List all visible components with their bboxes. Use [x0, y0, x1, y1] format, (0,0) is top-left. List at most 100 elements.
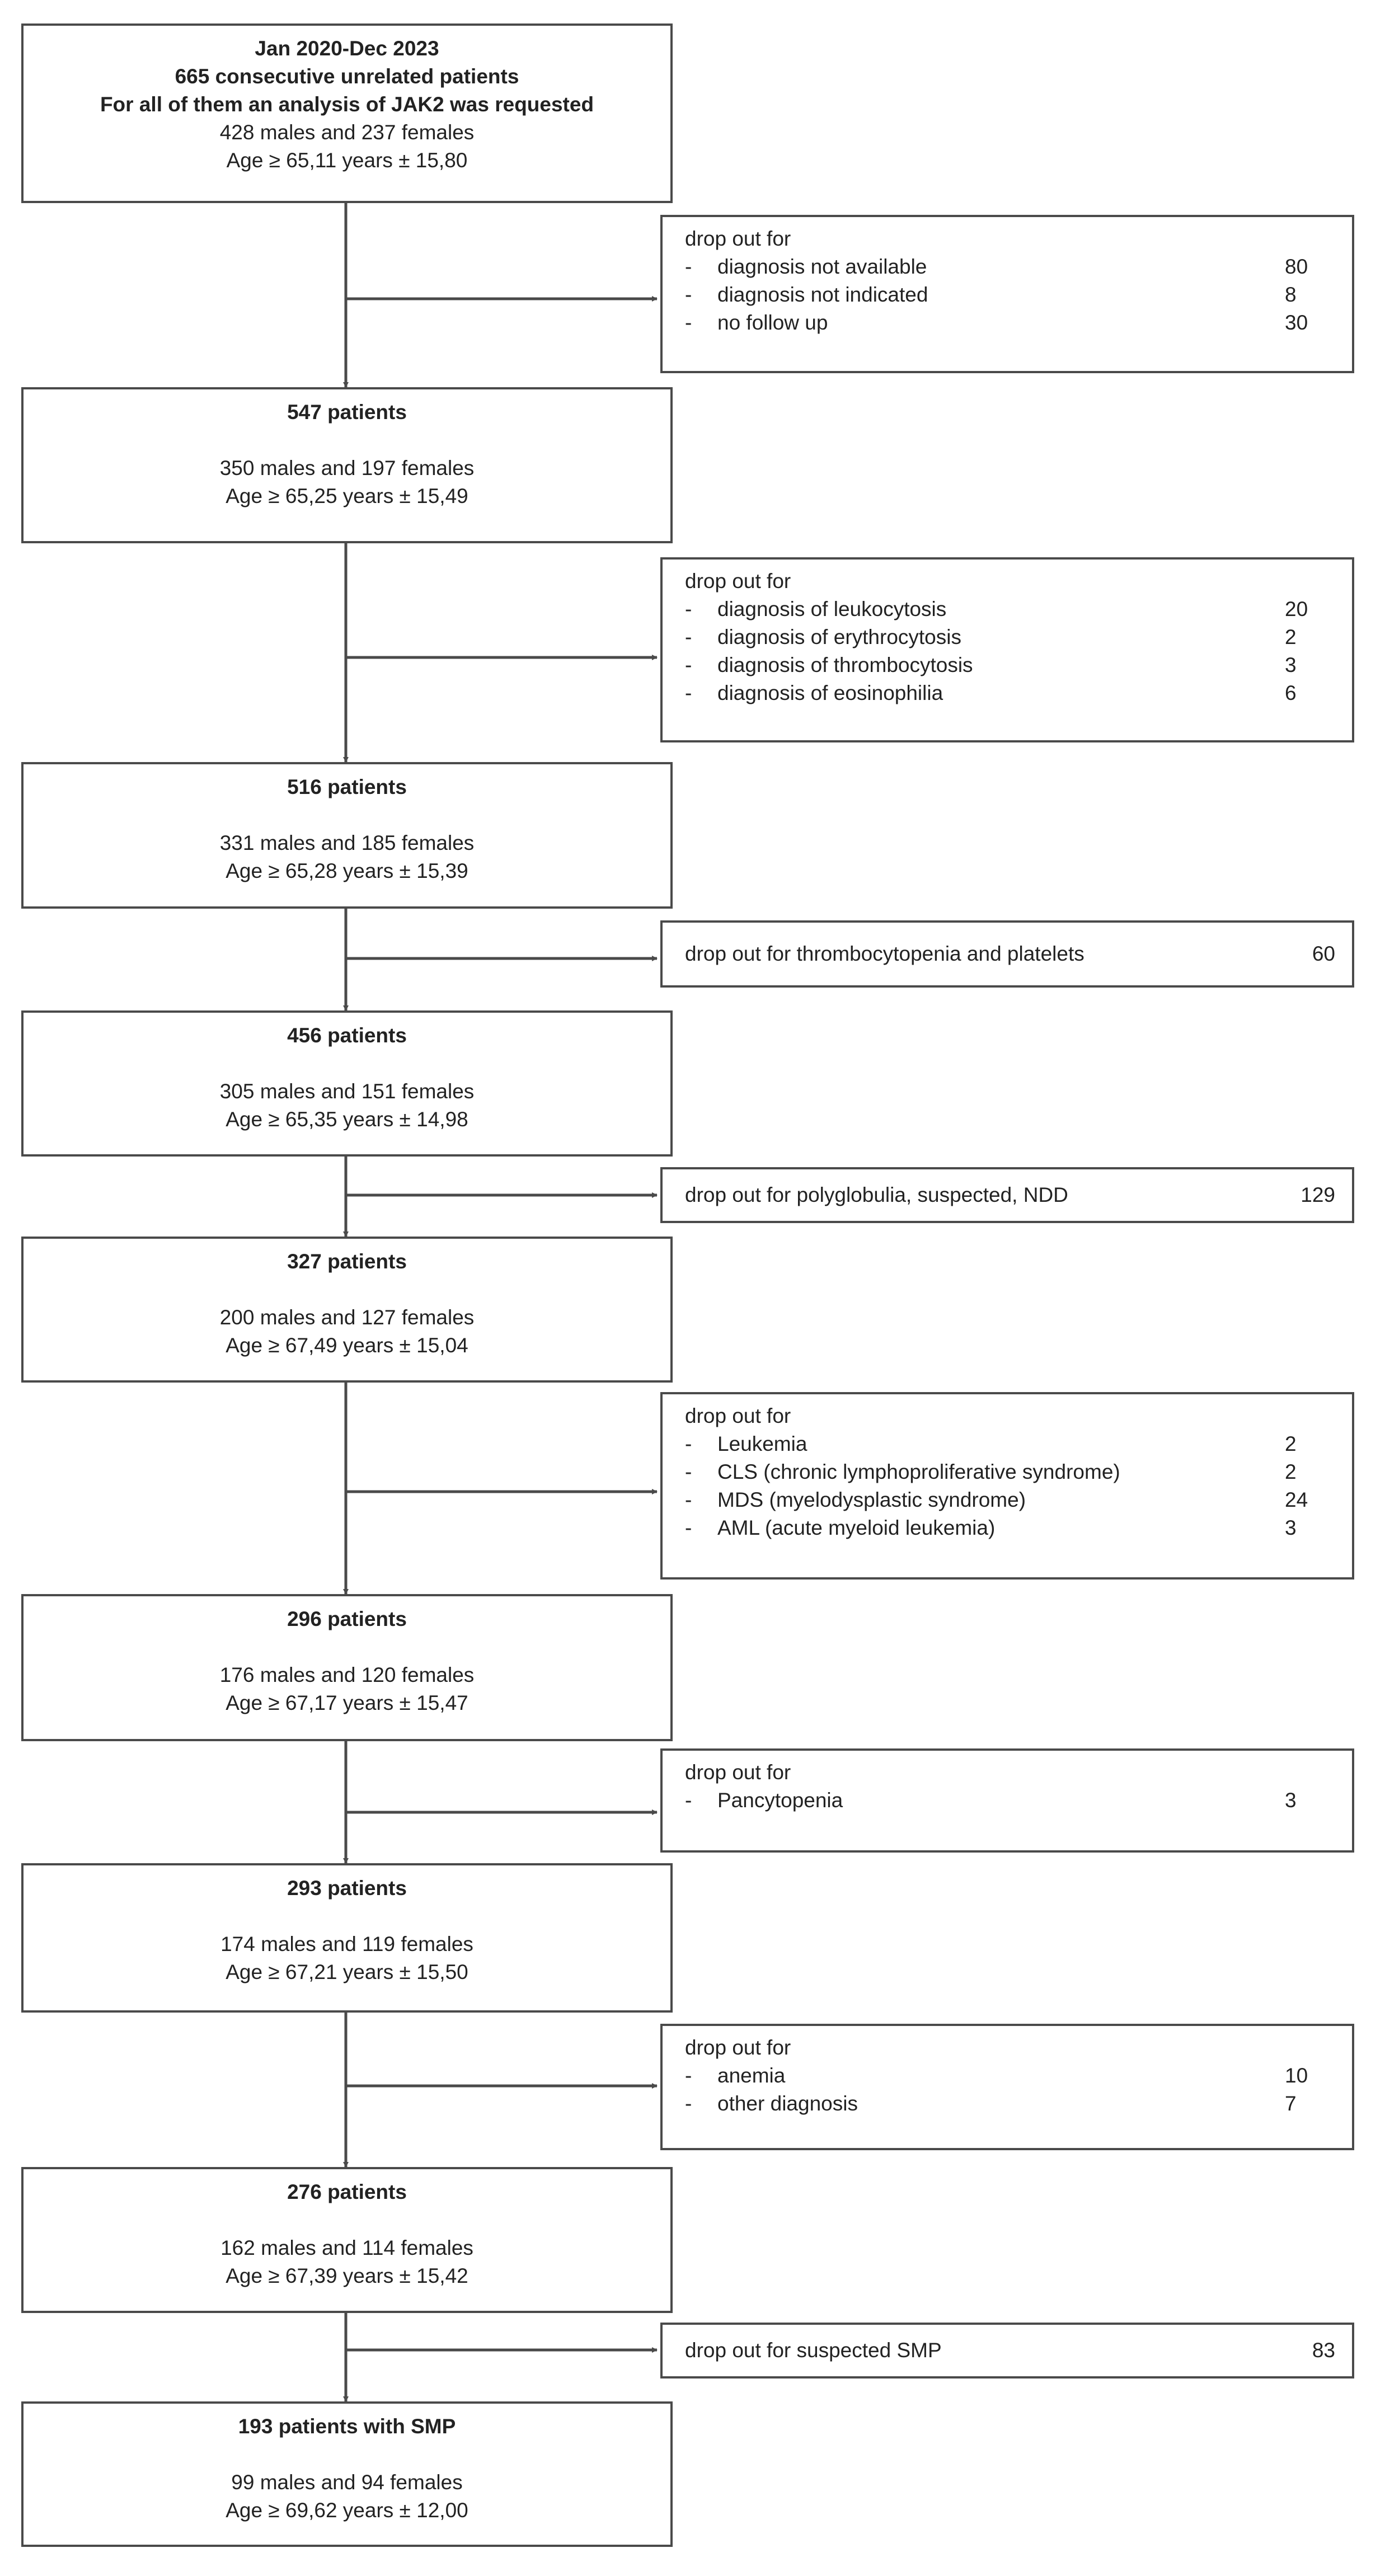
- patient-box-final: 193 patients with SMP 99 males and 94 fe…: [21, 2401, 673, 2547]
- dropout-item-label: diagnosis not indicated: [717, 283, 928, 306]
- sex-breakdown: 162 males and 114 females: [220, 2236, 473, 2259]
- dropout-count: 83: [1312, 2339, 1335, 2362]
- dropout-heading: drop out for: [685, 227, 791, 250]
- dropout-item-count: 2: [1285, 1460, 1297, 1483]
- patient-count: 516 patients: [287, 775, 407, 798]
- patient-box-327: 327 patients 200 males and 127 females A…: [21, 1237, 673, 1383]
- patient-count: 193 patients with SMP: [238, 2415, 456, 2438]
- dropout-item-count: 24: [1285, 1488, 1308, 1511]
- dropout-box-8: drop out for suspected SMP 83: [660, 2323, 1354, 2378]
- dropout-item-count: 8: [1285, 283, 1297, 306]
- sex-breakdown: 331 males and 185 females: [219, 831, 475, 854]
- sex-breakdown: 305 males and 151 females: [219, 1080, 475, 1103]
- dropout-heading: drop out for: [685, 1404, 791, 1427]
- dropout-text: drop out for thrombocytopenia and platel…: [685, 942, 1084, 965]
- dropout-item-label: diagnosis of thrombocytosis: [717, 654, 973, 676]
- dropout-item-label: AML (acute myeloid leukemia): [717, 1516, 996, 1539]
- sex-breakdown: 176 males and 120 females: [219, 1663, 475, 1686]
- dropout-item-count: 30: [1285, 311, 1308, 334]
- dropout-count: 60: [1312, 942, 1335, 965]
- age-stat: Age ≥ 69,62 years ± 12,00: [226, 2499, 468, 2522]
- dropout-item-label: CLS (chronic lymphoproliferative syndrom…: [717, 1460, 1120, 1483]
- sex-breakdown: 99 males and 94 females: [231, 2471, 463, 2494]
- patient-box-line: 665 consecutive unrelated patients: [175, 65, 519, 88]
- dropout-box-4: drop out for polyglobulia, suspected, ND…: [660, 1167, 1354, 1223]
- patient-count: 547 patients: [287, 401, 407, 424]
- patient-count: 296 patients: [287, 1607, 407, 1630]
- dropout-item-label: anemia: [717, 2064, 786, 2087]
- patient-box-276: 276 patients 162 males and 114 females A…: [21, 2167, 673, 2313]
- sex-breakdown: 428 males and 237 females: [219, 121, 475, 144]
- age-stat: Age ≥ 65,11 years ± 15,80: [226, 149, 468, 172]
- patient-box-initial: Jan 2020-Dec 2023 665 consecutive unrela…: [21, 23, 673, 203]
- dropout-item-count: 7: [1285, 2092, 1297, 2115]
- dropout-item: -CLS (chronic lymphoproliferative syndro…: [685, 1458, 1335, 1486]
- dropout-item-label: Pancytopenia: [717, 1789, 843, 1812]
- age-stat: Age ≥ 67,17 years ± 15,47: [226, 1691, 468, 1714]
- sex-breakdown: 200 males and 127 females: [219, 1306, 475, 1329]
- dropout-text: drop out for polyglobulia, suspected, ND…: [685, 1183, 1068, 1206]
- dropout-heading: drop out for: [685, 2036, 791, 2059]
- patient-count: 327 patients: [287, 1250, 407, 1273]
- dropout-item-count: 2: [1285, 1432, 1297, 1455]
- patient-count: 276 patients: [287, 2180, 407, 2203]
- age-stat: Age ≥ 67,39 years ± 15,42: [226, 2264, 468, 2287]
- dropout-item-count: 10: [1285, 2064, 1308, 2087]
- dropout-item-label: MDS (myelodysplastic syndrome): [717, 1488, 1026, 1511]
- sex-breakdown: 350 males and 197 females: [219, 457, 475, 480]
- dropout-item-label: diagnosis of leukocytosis: [717, 598, 947, 621]
- dropout-item-label: other diagnosis: [717, 2092, 858, 2115]
- patient-box-line: For all of them an analysis of JAK2 was …: [100, 93, 594, 116]
- patient-count: 456 patients: [287, 1024, 407, 1047]
- age-stat: Age ≥ 65,35 years ± 14,98: [226, 1108, 468, 1131]
- patient-box-516: 516 patients 331 males and 185 females A…: [21, 762, 673, 909]
- patient-box-296: 296 patients 176 males and 120 females A…: [21, 1594, 673, 1741]
- patient-box-293: 293 patients 174 males and 119 females A…: [21, 1863, 673, 2013]
- dropout-item: -MDS (myelodysplastic syndrome)24: [685, 1486, 1335, 1514]
- dropout-count: 129: [1301, 1183, 1335, 1206]
- dropout-item-label: diagnosis of erythrocytosis: [717, 626, 961, 648]
- dropout-item-count: 3: [1285, 1789, 1297, 1812]
- dropout-item-label: diagnosis of eosinophilia: [717, 681, 943, 704]
- sex-breakdown: 174 males and 119 females: [220, 1933, 473, 1955]
- dropout-item-count: 3: [1285, 654, 1297, 676]
- patient-count: 293 patients: [287, 1877, 407, 1900]
- dropout-heading: drop out for: [685, 570, 791, 593]
- dropout-heading: drop out for: [685, 1761, 791, 1784]
- age-stat: Age ≥ 67,21 years ± 15,50: [226, 1961, 468, 1983]
- age-stat: Age ≥ 65,25 years ± 15,49: [226, 485, 468, 507]
- patient-box-547: 547 patients 350 males and 197 females A…: [21, 387, 673, 543]
- age-stat: Age ≥ 65,28 years ± 15,39: [226, 859, 468, 882]
- dropout-item-count: 80: [1285, 255, 1308, 278]
- dropout-item-count: 20: [1285, 598, 1308, 621]
- age-stat: Age ≥ 67,49 years ± 15,04: [226, 1334, 468, 1357]
- dropout-item-label: Leukemia: [717, 1432, 807, 1455]
- dropout-item-count: 2: [1285, 626, 1297, 648]
- dropout-item-label: diagnosis not available: [717, 255, 927, 278]
- patient-box-456: 456 patients 305 males and 151 females A…: [21, 1010, 673, 1157]
- dropout-item-label: no follow up: [717, 311, 828, 334]
- patient-box-line: Jan 2020-Dec 2023: [255, 37, 439, 60]
- dropout-item-count: 3: [1285, 1516, 1297, 1539]
- dropout-item-count: 6: [1285, 681, 1297, 704]
- dropout-text: drop out for suspected SMP: [685, 2339, 942, 2362]
- dropout-box-3: drop out for thrombocytopenia and platel…: [660, 920, 1354, 988]
- dropout-item: -AML (acute myeloid leukemia)3: [685, 1514, 1335, 1542]
